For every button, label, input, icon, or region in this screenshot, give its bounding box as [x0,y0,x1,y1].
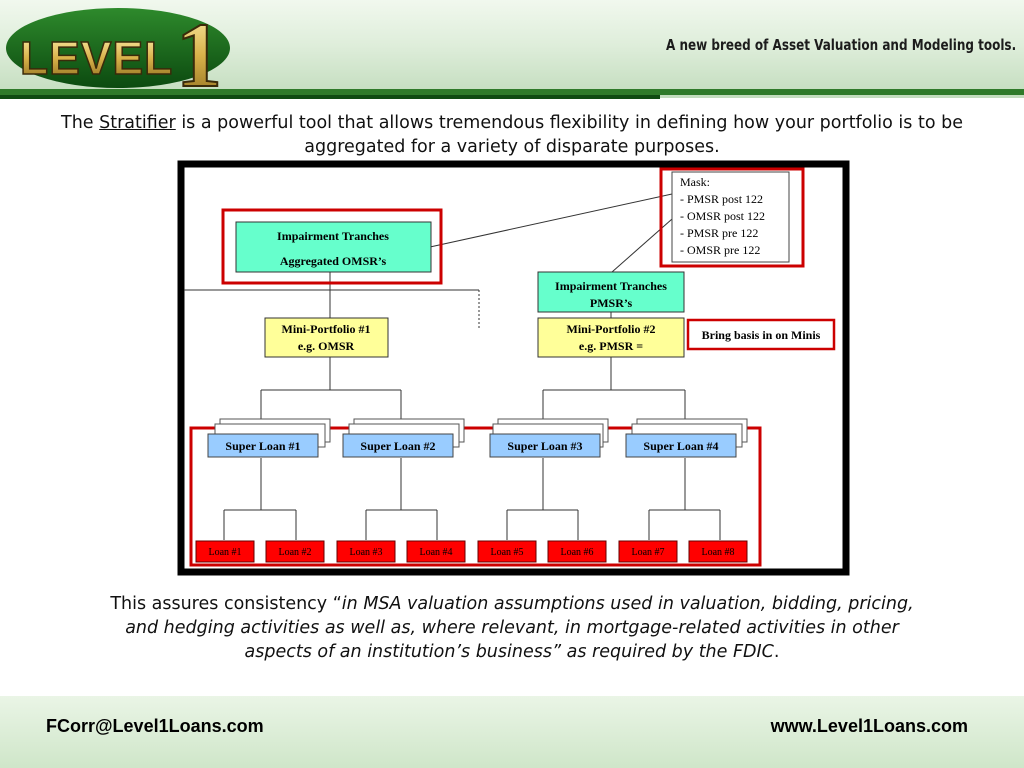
intro-paragraph: The Stratifier is a powerful tool that a… [40,111,984,159]
impairment-omsr-box: Impairment Tranches Aggregated OMSR’s [235,221,432,273]
loan-8: Loan #8 [688,540,748,563]
super-loan-3: Super Loan #3 [489,433,601,458]
super-loan-1: Super Loan #1 [207,433,319,458]
footer-email-link[interactable]: FCorr@Level1Loans.com [46,716,264,736]
loan-1-label: Loan #1 [208,547,241,558]
conclusion-quote: in MSA valuation assumptions used in val… [125,594,914,662]
conclusion-paragraph: This assures consistency “in MSA valuati… [110,592,914,664]
loan-1: Loan #1 [195,540,255,563]
loan-4-label: Loan #4 [419,547,452,558]
footer-bar [0,696,1024,768]
mini-portfolio-1-line1: Mini-Portfolio #1 [282,322,371,336]
mask-line-4: - OMSR pre 122 [680,243,760,257]
connector-lines [184,193,721,540]
bring-basis-text: Bring basis in on Minis [702,328,821,342]
intro-text-after: is a powerful tool that allows tremendou… [175,113,963,157]
conclusion-text-before: This assures consistency “ [110,594,342,614]
mask-title: Mask: [680,175,710,189]
logo-text: LEVEL [20,32,173,84]
super-loan-1-label: Super Loan #1 [225,439,300,453]
loan-3-label: Loan #3 [349,547,382,558]
loans-highlight [189,426,762,567]
footer-website-link[interactable]: www.Level1Loans.com [770,716,968,736]
mask-box: Mask: - PMSR post 122 - OMSR post 122 - … [671,171,790,263]
loan-5-label: Loan #5 [490,547,523,558]
loan-5: Loan #5 [477,540,537,563]
loan-2: Loan #2 [265,540,325,563]
mini-portfolio-1-box: Mini-Portfolio #1 e.g. OMSR [264,317,389,358]
mini-portfolio-1-line2: e.g. OMSR [298,339,355,353]
header-divider [0,89,1024,95]
super-loan-4: Super Loan #4 [625,433,737,458]
mini-portfolio-2-line2: e.g. PMSR = [579,339,643,353]
level1-logo: LEVEL 1 [6,3,230,95]
loan-6-label: Loan #6 [560,547,593,558]
impairment-pmsr-line2: PMSR’s [590,296,633,310]
super-loan-2-label: Super Loan #2 [360,439,435,453]
header-divider-dark [0,95,660,99]
loan-7-label: Loan #7 [631,547,664,558]
bring-basis-callout: Bring basis in on Minis [686,318,836,351]
stratifier-link[interactable]: Stratifier [99,113,176,133]
mask-line-2: - OMSR post 122 [680,209,765,223]
loan-4: Loan #4 [406,540,466,563]
header-tagline: A new breed of Asset Valuation and Model… [666,36,1017,54]
mask-highlight [659,167,805,268]
super-loan-4-label: Super Loan #4 [643,439,718,453]
mask-line-3: - PMSR pre 122 [680,226,758,240]
logo-numeral: 1 [176,4,222,95]
loan-6: Loan #6 [547,540,607,563]
super-loan-2: Super Loan #2 [342,433,454,458]
impairment-omsr-line1: Impairment Tranches [277,229,389,243]
loan-3: Loan #3 [336,540,396,563]
logo-oval [6,8,230,88]
mask-line-1: - PMSR post 122 [680,192,763,206]
impairment-pmsr-box: Impairment Tranches PMSR’s [537,271,685,313]
loan-7: Loan #7 [618,540,678,563]
loan-8-label: Loan #8 [701,547,734,558]
impairment-highlight [221,208,443,285]
super-loan-3-label: Super Loan #3 [507,439,582,453]
intro-text-before: The [61,113,100,133]
mini-portfolio-2-box: Mini-Portfolio #2 e.g. PMSR = [537,317,685,358]
conclusion-text-after: . [773,642,780,662]
impairment-omsr-line2: Aggregated OMSR’s [280,254,387,268]
loan-2-label: Loan #2 [278,547,311,558]
mini-portfolio-2-line1: Mini-Portfolio #2 [567,322,656,336]
impairment-pmsr-line1: Impairment Tranches [555,279,667,293]
